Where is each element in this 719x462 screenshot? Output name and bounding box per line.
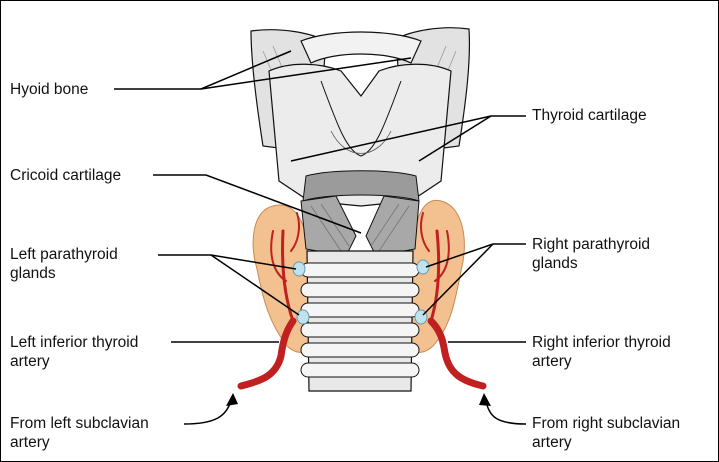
label-line: glands — [10, 265, 56, 282]
leader-cricoid-cartilage — [153, 174, 362, 234]
hyoid-body — [300, 31, 422, 64]
thyroid-cartilage-shield — [268, 63, 452, 207]
arrowheads — [226, 393, 491, 406]
arrow-left-subclavian — [226, 393, 238, 406]
leader-lines — [114, 50, 527, 425]
right-superior-parathyroid — [416, 259, 430, 275]
label-line: artery — [10, 353, 50, 370]
label-line: Left parathyroid — [10, 246, 118, 263]
arrow-right-subclavian — [479, 393, 491, 406]
laryngeal-prominence — [320, 80, 402, 157]
label-left-inferior-thyroid-artery: Left inferior thyroid artery — [10, 333, 138, 371]
label-right-inferior-thyroid-artery: Right inferior thyroid artery — [532, 333, 671, 371]
label-line: Left inferior thyroid — [10, 334, 139, 351]
right-inferior-thyroid-artery — [427, 317, 487, 390]
trachea — [300, 250, 420, 392]
label-line: artery — [532, 353, 572, 370]
label-from-left-subclavian-artery: From left subclavian artery — [10, 414, 149, 452]
tracheal-rings — [300, 262, 420, 378]
label-line: glands — [532, 255, 578, 272]
left-inferior-thyroid-artery — [237, 317, 297, 390]
label-line: artery — [10, 434, 50, 451]
label-right-parathyroid-glands: Right parathyroid glands — [532, 235, 650, 273]
arteries — [237, 212, 487, 390]
label-line: From right subclavian — [532, 415, 681, 432]
label-hyoid-bone: Hyoid bone — [10, 81, 89, 98]
label-line: From left subclavian — [10, 415, 149, 432]
label-cricoid-cartilage: Cricoid cartilage — [10, 167, 122, 184]
label-line: artery — [532, 434, 572, 451]
label-thyroid-cartilage: Thyroid cartilage — [532, 107, 647, 124]
left-inferior-parathyroid — [296, 309, 310, 325]
label-from-right-subclavian-artery: From right subclavian artery — [532, 414, 680, 452]
leader-from-left-subclavian — [183, 400, 232, 425]
leader-from-right-subclavian — [485, 400, 527, 425]
cricoid-cartilage — [300, 170, 420, 257]
label-left-parathyroid-glands: Left parathyroid glands — [10, 245, 118, 283]
label-line: Right inferior thyroid — [532, 334, 671, 351]
label-line: Right parathyroid — [532, 236, 651, 253]
